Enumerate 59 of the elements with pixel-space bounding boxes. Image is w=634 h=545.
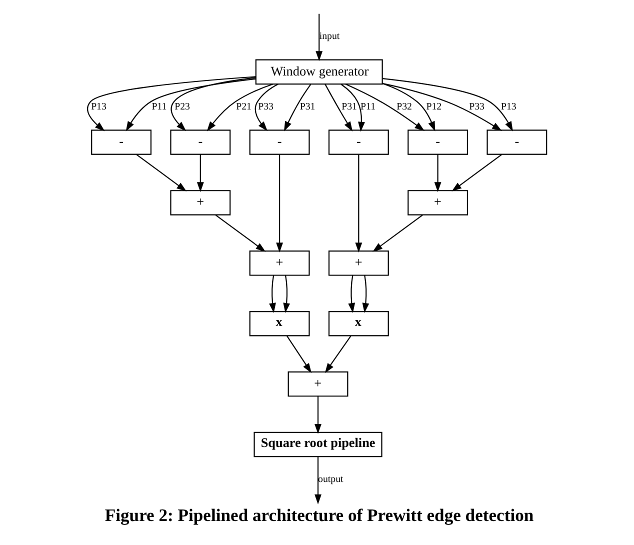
arrow — [434, 154, 442, 192]
edge-label: P11 — [152, 102, 167, 113]
arrow — [196, 154, 204, 192]
arrow — [382, 82, 502, 132]
arrow — [87, 76, 256, 132]
arrow — [314, 456, 322, 504]
arrow — [276, 154, 284, 253]
arrow — [215, 214, 266, 252]
arrow — [324, 336, 352, 374]
node-box: Square root pipeline — [254, 432, 382, 458]
node-box: + — [249, 250, 310, 276]
node-box: - — [328, 130, 389, 155]
arrow — [382, 83, 436, 132]
arrow — [269, 275, 276, 313]
arrow — [284, 84, 312, 132]
caption: Figure 2: Pipelined architecture of Prewitt edge detection — [104, 504, 534, 525]
edge-label: output — [318, 474, 344, 486]
arrow — [324, 84, 353, 132]
arrow — [286, 336, 312, 374]
edge-label: P13 — [91, 102, 106, 113]
arrow — [362, 275, 370, 313]
arrow — [170, 77, 256, 132]
node-box: + — [170, 190, 231, 216]
edge-label: P21 — [236, 102, 252, 113]
edge-label: P13 — [501, 102, 516, 113]
node-box: + — [408, 190, 468, 216]
arrow — [345, 84, 425, 132]
arrow — [126, 78, 256, 132]
node-box: + — [328, 250, 389, 276]
node-box: x — [328, 310, 389, 336]
arrow — [452, 154, 502, 192]
node-box: Window generator — [255, 59, 383, 85]
node-box: - — [170, 130, 231, 155]
arrow — [340, 84, 365, 132]
node-box: x — [249, 310, 310, 336]
arrow — [283, 275, 290, 313]
edge-label: P31 — [300, 102, 316, 113]
edge-label: P31 — [342, 102, 358, 113]
arrow — [254, 84, 279, 132]
edge-label: P11 — [360, 102, 376, 113]
edge-label: P33 — [258, 102, 274, 113]
arrow — [348, 275, 356, 313]
edge-label: P23 — [174, 102, 190, 113]
arrow — [206, 84, 274, 132]
edge-label: P32 — [396, 102, 412, 113]
arrow — [355, 154, 362, 253]
edge-label: input — [319, 31, 340, 42]
arrow — [314, 396, 322, 434]
edge-label: P12 — [426, 102, 442, 113]
node-box: - — [486, 130, 548, 155]
arrow — [382, 78, 513, 132]
edge-label: P33 — [469, 102, 485, 113]
node-box: - — [249, 130, 310, 155]
node-box: - — [408, 130, 468, 155]
node-box: - — [91, 130, 152, 155]
arrow — [372, 214, 423, 252]
arrow — [316, 14, 323, 62]
arrow — [136, 154, 187, 192]
node-box: + — [288, 371, 348, 397]
